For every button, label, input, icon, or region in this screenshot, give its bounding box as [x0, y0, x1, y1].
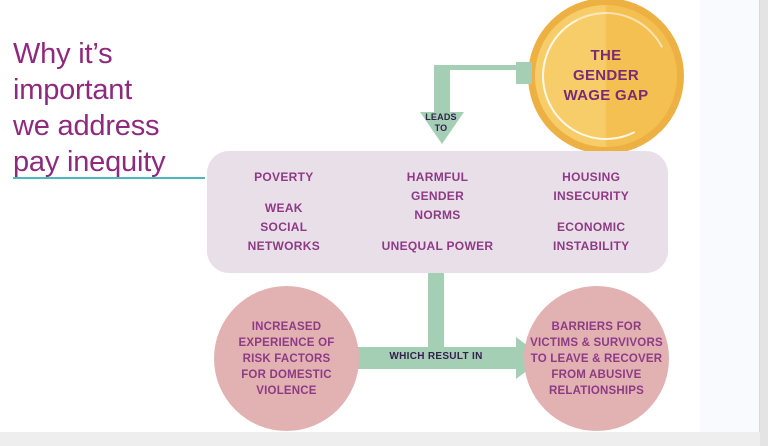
outcome-circle-barriers: BARRIERS FOR VICTIMS & SURVIVORS TO LEAV… — [524, 286, 669, 431]
harmful-gender-norms-label: HARMFUL GENDER NORMS — [406, 170, 469, 222]
weak-social-networks-label: WEAK SOCIAL NETWORKS — [247, 201, 321, 253]
gender-wage-gap-coin: THE GENDER WAGE GAP — [525, 0, 687, 157]
which-result-in-label: WHICH RESULT IN — [389, 351, 483, 362]
outcome-left-label: INCREASED EXPERIENCE OF RISK FACTORS FOR… — [238, 320, 335, 397]
economic-instability-label: ECONOMIC INSTABILITY — [552, 220, 630, 253]
title-pane: Why it’s important we address pay inequi… — [0, 0, 206, 446]
housing-insecurity-label: HOUSING INSECURITY — [553, 170, 630, 203]
leads-to-arrowhead-icon — [420, 112, 464, 144]
page-title: Why it’s important we address pay inequi… — [13, 38, 166, 178]
drivers-panel — [207, 151, 668, 273]
leads-to-arrow-horizontal — [434, 65, 530, 70]
diagram-panel: THE GENDER WAGE GAP LEADS TO POVERTY WEA… — [206, 0, 700, 432]
outcome-right-label: BARRIERS FOR VICTIMS & SURVIVORS TO LEAV… — [530, 320, 663, 397]
harmful-gender-norms-column: HARMFUL GENDER NORMS UNEQUAL POWER — [361, 151, 515, 273]
page-bottom-strip — [0, 432, 768, 446]
poverty-column: POVERTY WEAK SOCIAL NETWORKS — [207, 151, 361, 273]
poverty-label: POVERTY — [254, 170, 314, 184]
drivers-panel-columns: POVERTY WEAK SOCIAL NETWORKS HARMFUL GEN… — [207, 151, 668, 273]
which-result-in-arrow-bar — [354, 347, 518, 369]
leads-to-label: LEADS TO — [425, 112, 457, 133]
coin-face — [535, 5, 677, 147]
which-result-in-arrow-stem — [428, 273, 444, 349]
unequal-power-label: UNEQUAL POWER — [381, 239, 494, 253]
slide-title-block: Why it’s important we address pay inequi… — [13, 36, 203, 180]
coin-label: THE GENDER WAGE GAP — [563, 47, 649, 104]
page-right-hairline — [759, 0, 760, 432]
outcome-circle-domestic-violence: INCREASED EXPERIENCE OF RISK FACTORS FOR… — [214, 286, 359, 431]
title-underline-accent — [13, 177, 205, 179]
page-right-edge — [760, 0, 768, 446]
housing-economic-column: HOUSING INSECURITY ECONOMIC INSTABILITY — [514, 151, 668, 273]
leads-to-arrow-vertical — [434, 65, 450, 115]
